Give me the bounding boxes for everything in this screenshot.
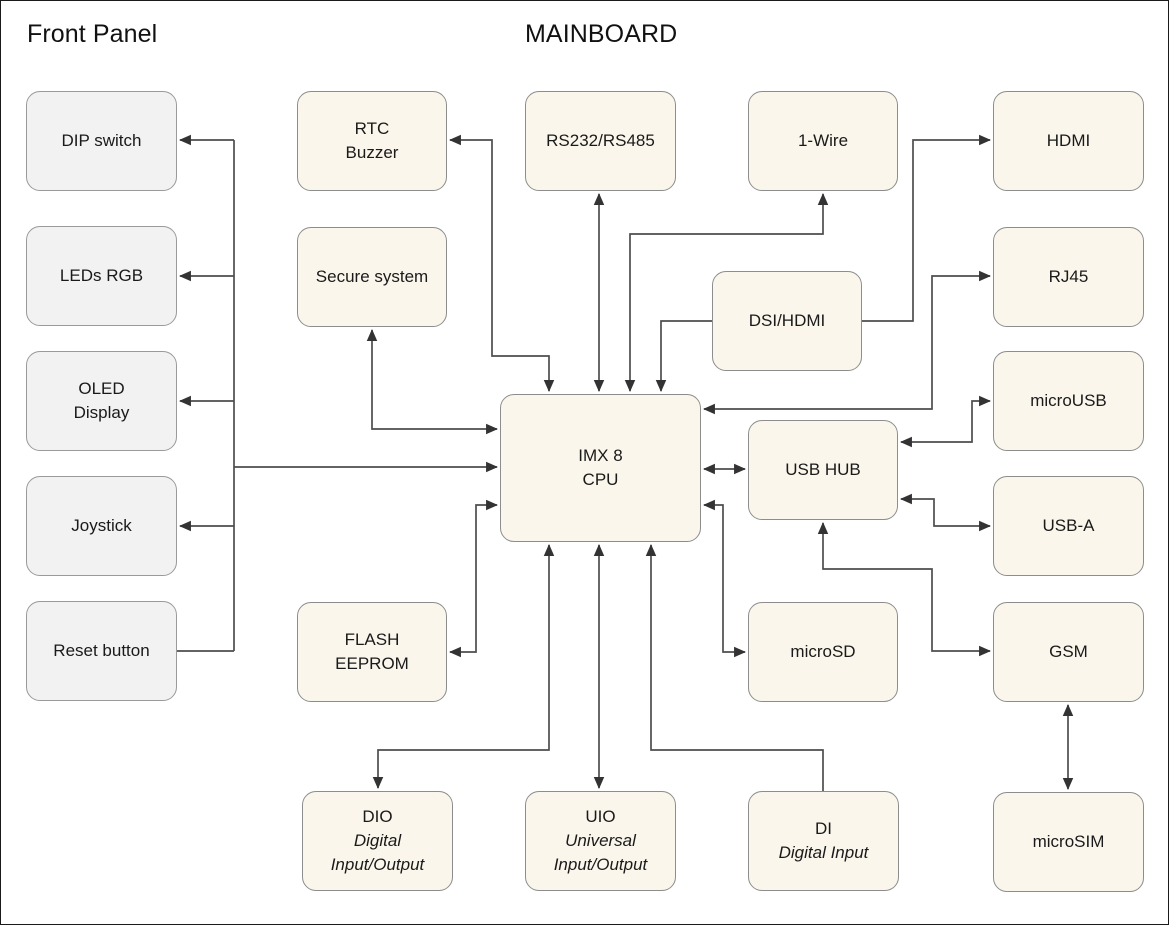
wire-cpu-to-microsd bbox=[703, 499, 746, 658]
wire-cpu-to-flash-eeprom bbox=[449, 499, 498, 658]
wire-dsi-hdmi-to-cpu bbox=[655, 320, 712, 392]
node-di[interactable]: DI Digital Input bbox=[748, 791, 899, 891]
node-rtc-buzzer[interactable]: RTC Buzzer bbox=[297, 91, 447, 191]
node-label-line: LEDs RGB bbox=[59, 265, 144, 285]
node-imx8-cpu[interactable]: IMX 8 CPU bbox=[500, 394, 701, 542]
node-label-line: Joystick bbox=[71, 515, 132, 535]
node-microsd[interactable]: microSD bbox=[748, 602, 898, 702]
node-label-line: Buzzer bbox=[345, 143, 399, 162]
node-oled-display[interactable]: OLED Display bbox=[26, 351, 177, 451]
front-panel-title: Front Panel bbox=[27, 20, 158, 48]
wire-usb-hub-to-gsm bbox=[817, 522, 991, 657]
node-label-line: GSM bbox=[1049, 641, 1088, 661]
node-label-line: UIO bbox=[585, 806, 616, 826]
node-reset-button[interactable]: Reset button bbox=[26, 601, 177, 701]
node-label-line: USB-A bbox=[1042, 515, 1095, 535]
node-flash-eeprom[interactable]: FLASH EEPROM bbox=[297, 602, 447, 702]
wire-cpu-to-dio bbox=[372, 544, 555, 789]
node-label-line: CPU bbox=[582, 470, 619, 489]
wire-microusb-to-usb-hub bbox=[900, 395, 991, 448]
node-label-line: HDMI bbox=[1046, 130, 1091, 150]
node-hdmi[interactable]: HDMI bbox=[993, 91, 1144, 191]
node-gsm[interactable]: GSM bbox=[993, 602, 1144, 702]
node-label-line: microSD bbox=[790, 641, 856, 661]
node-label-line: DI bbox=[815, 818, 832, 838]
node-label-line: RS232/RS485 bbox=[546, 130, 655, 150]
node-dip-switch[interactable]: DIP switch bbox=[26, 91, 177, 191]
node-label-line: Input/Output bbox=[330, 855, 425, 875]
node-label-line: Digital bbox=[353, 830, 402, 850]
node-label-line: DIO bbox=[362, 806, 393, 826]
node-label-line: microSIM bbox=[1032, 831, 1105, 851]
wire-cpu-to-one-wire bbox=[624, 193, 829, 392]
node-rj45[interactable]: RJ45 bbox=[993, 227, 1144, 327]
node-label-line: Reset button bbox=[53, 640, 150, 660]
node-label-line: Digital Input bbox=[778, 843, 869, 862]
node-label-line: Display bbox=[73, 403, 130, 422]
wire-secure-system-to-cpu bbox=[366, 329, 498, 435]
node-label-line: DSI/HDMI bbox=[748, 310, 826, 330]
node-rs232-rs485[interactable]: RS232/RS485 bbox=[525, 91, 676, 191]
node-label-line: IMX 8 bbox=[578, 445, 623, 465]
node-leds-rgb[interactable]: LEDs RGB bbox=[26, 226, 177, 326]
wire-cpu-to-di bbox=[645, 544, 824, 791]
node-secure-system[interactable]: Secure system bbox=[297, 227, 447, 327]
wire-cpu-to-rj45 bbox=[703, 270, 991, 415]
node-label-line: Secure system bbox=[315, 266, 429, 286]
node-label-line: microUSB bbox=[1030, 390, 1107, 410]
node-label-line: Input/Output bbox=[553, 855, 648, 875]
node-label-line: DIP switch bbox=[61, 130, 142, 150]
node-microsim[interactable]: microSIM bbox=[993, 792, 1144, 892]
node-microusb[interactable]: microUSB bbox=[993, 351, 1144, 451]
node-label-line: EEPROM bbox=[335, 654, 409, 673]
node-usb-hub[interactable]: USB HUB bbox=[748, 420, 898, 520]
node-label-line: 1-Wire bbox=[797, 130, 849, 150]
node-label-line: RTC bbox=[354, 118, 390, 138]
node-joystick[interactable]: Joystick bbox=[26, 476, 177, 576]
node-dsi-hdmi[interactable]: DSI/HDMI bbox=[712, 271, 862, 371]
node-label-line: RJ45 bbox=[1048, 266, 1089, 286]
mainboard-title: MAINBOARD bbox=[525, 20, 678, 48]
node-one-wire[interactable]: 1-Wire bbox=[748, 91, 898, 191]
node-usb-a[interactable]: USB-A bbox=[993, 476, 1144, 576]
node-label-line: FLASH bbox=[344, 629, 400, 649]
wire-usb-a-to-usb-hub bbox=[900, 493, 991, 532]
node-label-line: USB HUB bbox=[785, 459, 861, 479]
node-label-line: Universal bbox=[565, 830, 636, 850]
node-label-line: OLED bbox=[78, 378, 125, 398]
